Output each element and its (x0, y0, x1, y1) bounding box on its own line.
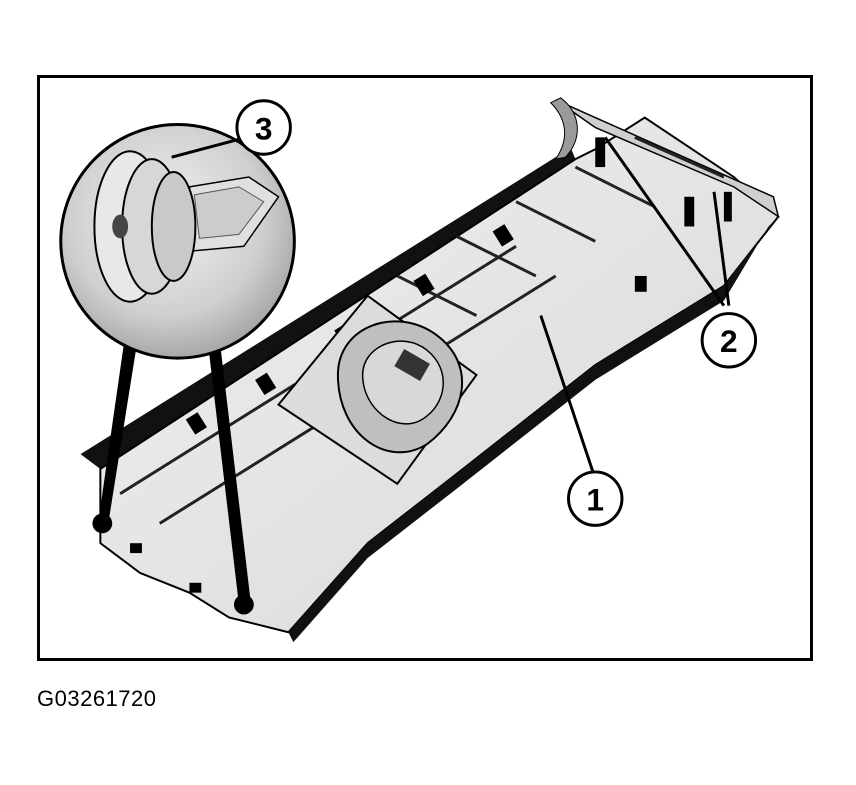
clip-detail-view (59, 123, 296, 605)
clip-fastener (93, 150, 280, 303)
callout-1-leader (539, 315, 597, 480)
panel-right-curve (549, 97, 578, 160)
detail-leader-left (98, 335, 138, 524)
callout-2-leaders (603, 136, 731, 307)
callout-3-label: 3 (255, 110, 273, 146)
panel-center-opening (277, 294, 478, 486)
callout-3-leader (171, 137, 240, 159)
callout-3: 3 (235, 99, 292, 156)
figure-frame: 1 2 3 (37, 75, 813, 661)
callout-1-label: 1 (586, 482, 604, 518)
panel-top-rail (80, 147, 576, 469)
callout-2: 2 (700, 312, 758, 369)
callout-1: 1 (567, 470, 624, 527)
detail-leader-right (207, 335, 251, 605)
callout-2-label: 2 (720, 323, 738, 359)
figure-id: G03261720 (37, 686, 157, 711)
trim-panel-illustration: 1 2 3 (59, 97, 780, 643)
trim-panel (80, 97, 780, 643)
